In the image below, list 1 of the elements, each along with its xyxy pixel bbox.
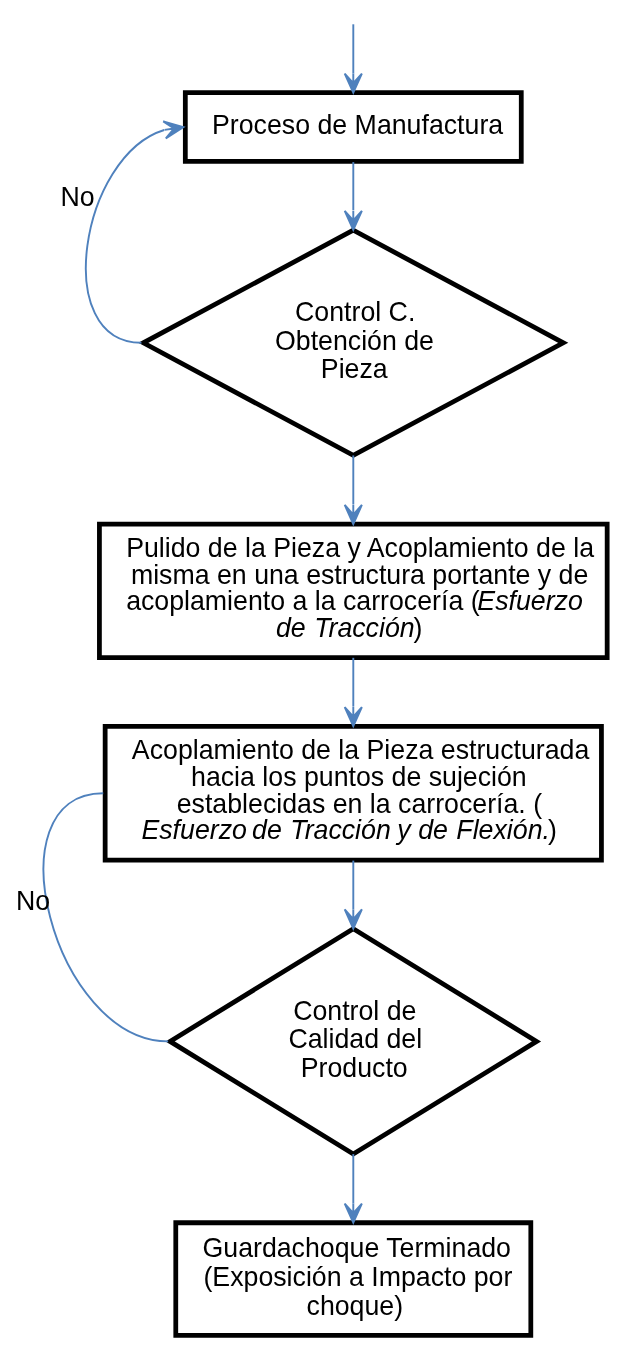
edge-label: No bbox=[60, 181, 95, 212]
